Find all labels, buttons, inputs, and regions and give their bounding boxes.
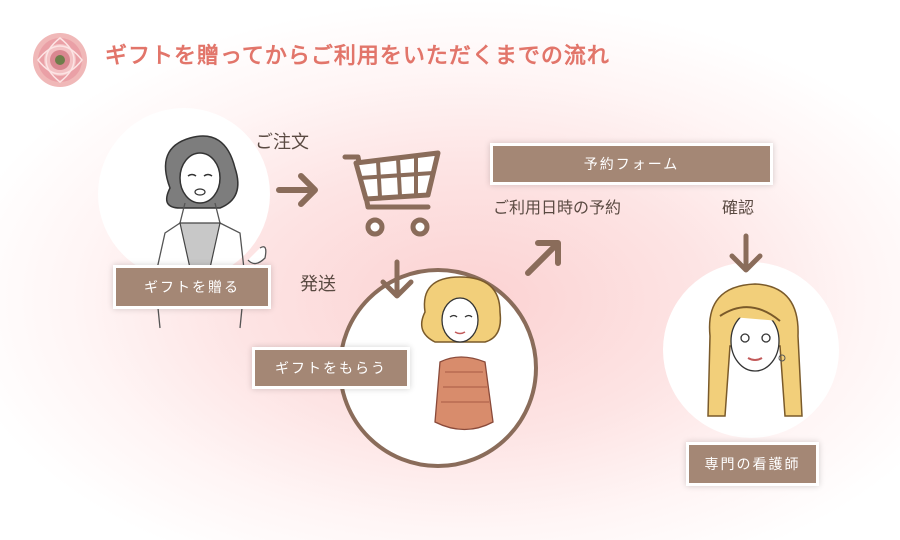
give-gift-label: ギフトを贈る <box>116 268 268 306</box>
nurse-label: 専門の看護師 <box>689 445 816 483</box>
receiver-illustration <box>420 276 502 431</box>
receive-gift-label: ギフトをもらう <box>255 350 407 386</box>
confirm-note: 確認 <box>722 198 755 217</box>
ship-note: 発送 <box>300 274 336 295</box>
order-note: ご注文 <box>255 132 309 153</box>
page-title: ギフトを贈ってからご利用をいただくまでの流れ <box>105 44 610 69</box>
arrow-down-icon <box>380 259 414 299</box>
reservation-form-label: 予約フォーム <box>493 146 770 182</box>
giver-illustration <box>154 135 267 329</box>
arrow-down-icon <box>729 233 763 273</box>
arrow-up-right-icon <box>525 240 561 276</box>
arrow-right-icon <box>276 173 318 207</box>
cart-icon <box>342 150 441 237</box>
flower-icon <box>33 33 87 87</box>
nurse-illustration <box>707 283 803 417</box>
reservation-note: ご利用日時の予約 <box>493 198 622 217</box>
